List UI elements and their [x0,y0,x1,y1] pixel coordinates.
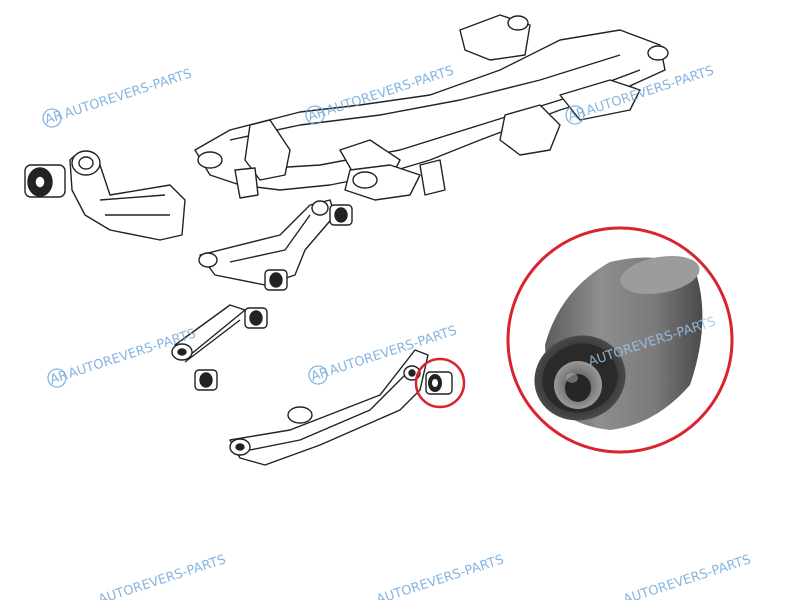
lower-control-arm [229,349,429,466]
watermark [42,105,585,388]
trailing-arm-bracket [24,150,186,241]
watermark-initials: AR [48,368,70,388]
bushing-photo [534,255,703,430]
upper-control-arm [198,199,353,291]
watermark-initials: AR [566,105,588,125]
rear-subframe [194,14,669,201]
watermark-brand-text: AUTOREVERS-PARTS [375,552,506,600]
lower-link [171,304,268,391]
watermark-brand-text: AUTOREVERS-PARTS [622,552,753,600]
watermark-initials: AR [43,108,65,128]
watermark-brand-text: AUTOREVERS-PARTS [63,66,194,121]
small-highlight-ring [414,357,466,409]
watermark-brand-text: AUTOREVERS-PARTS [328,323,459,378]
highlighted-bushing-small [425,371,453,395]
watermark-initials: AR [306,105,328,125]
watermark-brand-text: AUTOREVERS-PARTS [97,552,228,600]
watermark-initials: AR [309,365,331,385]
